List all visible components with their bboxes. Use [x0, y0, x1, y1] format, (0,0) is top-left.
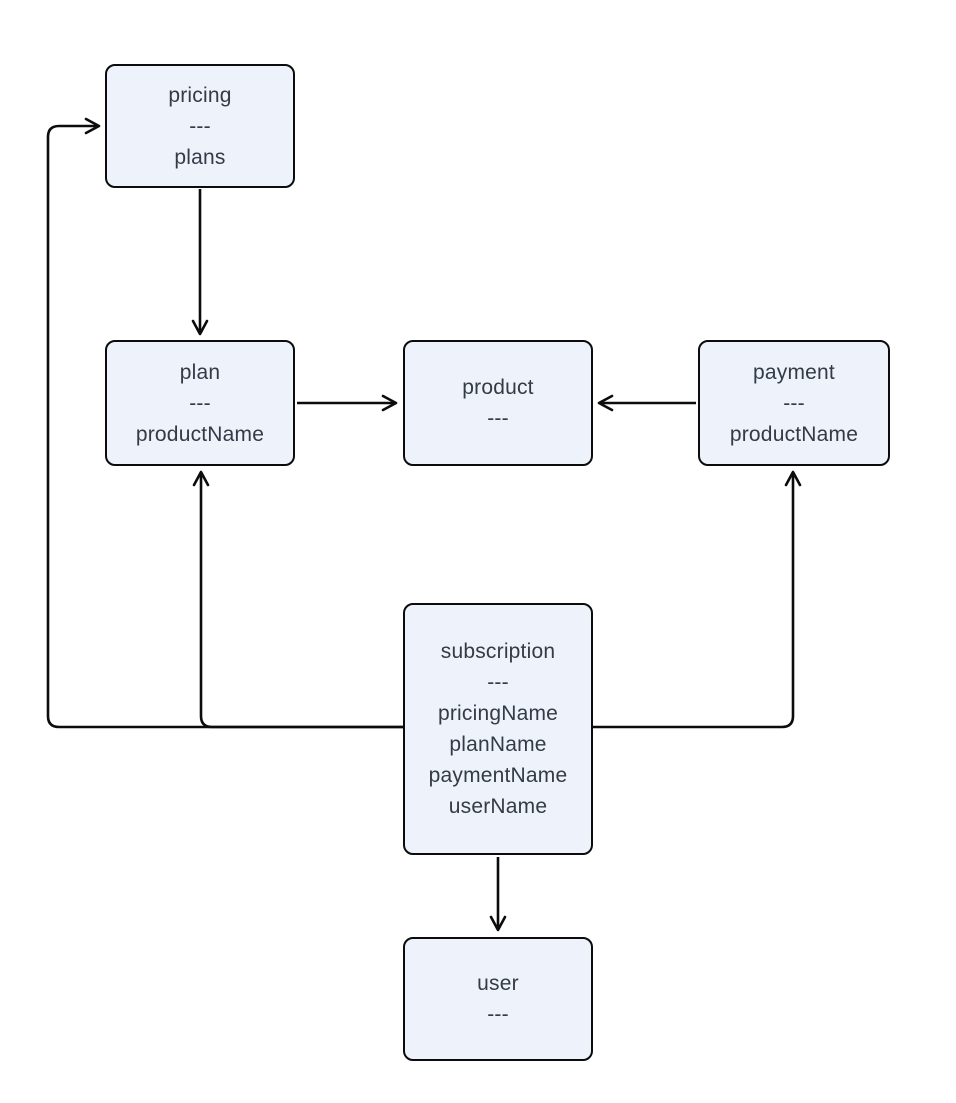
node-divider: ---	[189, 114, 211, 138]
node-field: pricingName	[437, 702, 559, 725]
node-field: userName	[448, 795, 548, 818]
node-divider: ---	[189, 391, 211, 415]
edge-subscription-plan	[192, 470, 403, 729]
node-plan: plan --- productName	[105, 340, 295, 466]
node-divider: ---	[487, 407, 509, 430]
node-subscription: subscription --- pricingName planName pa…	[403, 603, 593, 855]
node-product: product ---	[403, 340, 593, 466]
node-title: product	[462, 376, 534, 399]
edge-subscription-payment	[593, 470, 802, 729]
node-title: subscription	[440, 640, 556, 663]
node-field: planName	[449, 733, 547, 756]
node-payment: payment --- productName	[698, 340, 890, 466]
node-field: productName	[135, 422, 265, 446]
node-field: plans	[174, 145, 226, 169]
node-title: payment	[753, 360, 835, 384]
node-title: pricing	[168, 83, 232, 107]
node-field: paymentName	[428, 764, 568, 787]
node-field: productName	[729, 422, 859, 446]
node-title: plan	[179, 360, 221, 384]
node-divider: ---	[487, 671, 509, 694]
node-divider: ---	[487, 1003, 509, 1026]
node-divider: ---	[783, 391, 805, 415]
node-user: user ---	[403, 937, 593, 1061]
node-pricing: pricing --- plans	[105, 64, 295, 188]
edge-subscription-pricing	[46, 117, 403, 729]
node-title: user	[477, 972, 519, 995]
